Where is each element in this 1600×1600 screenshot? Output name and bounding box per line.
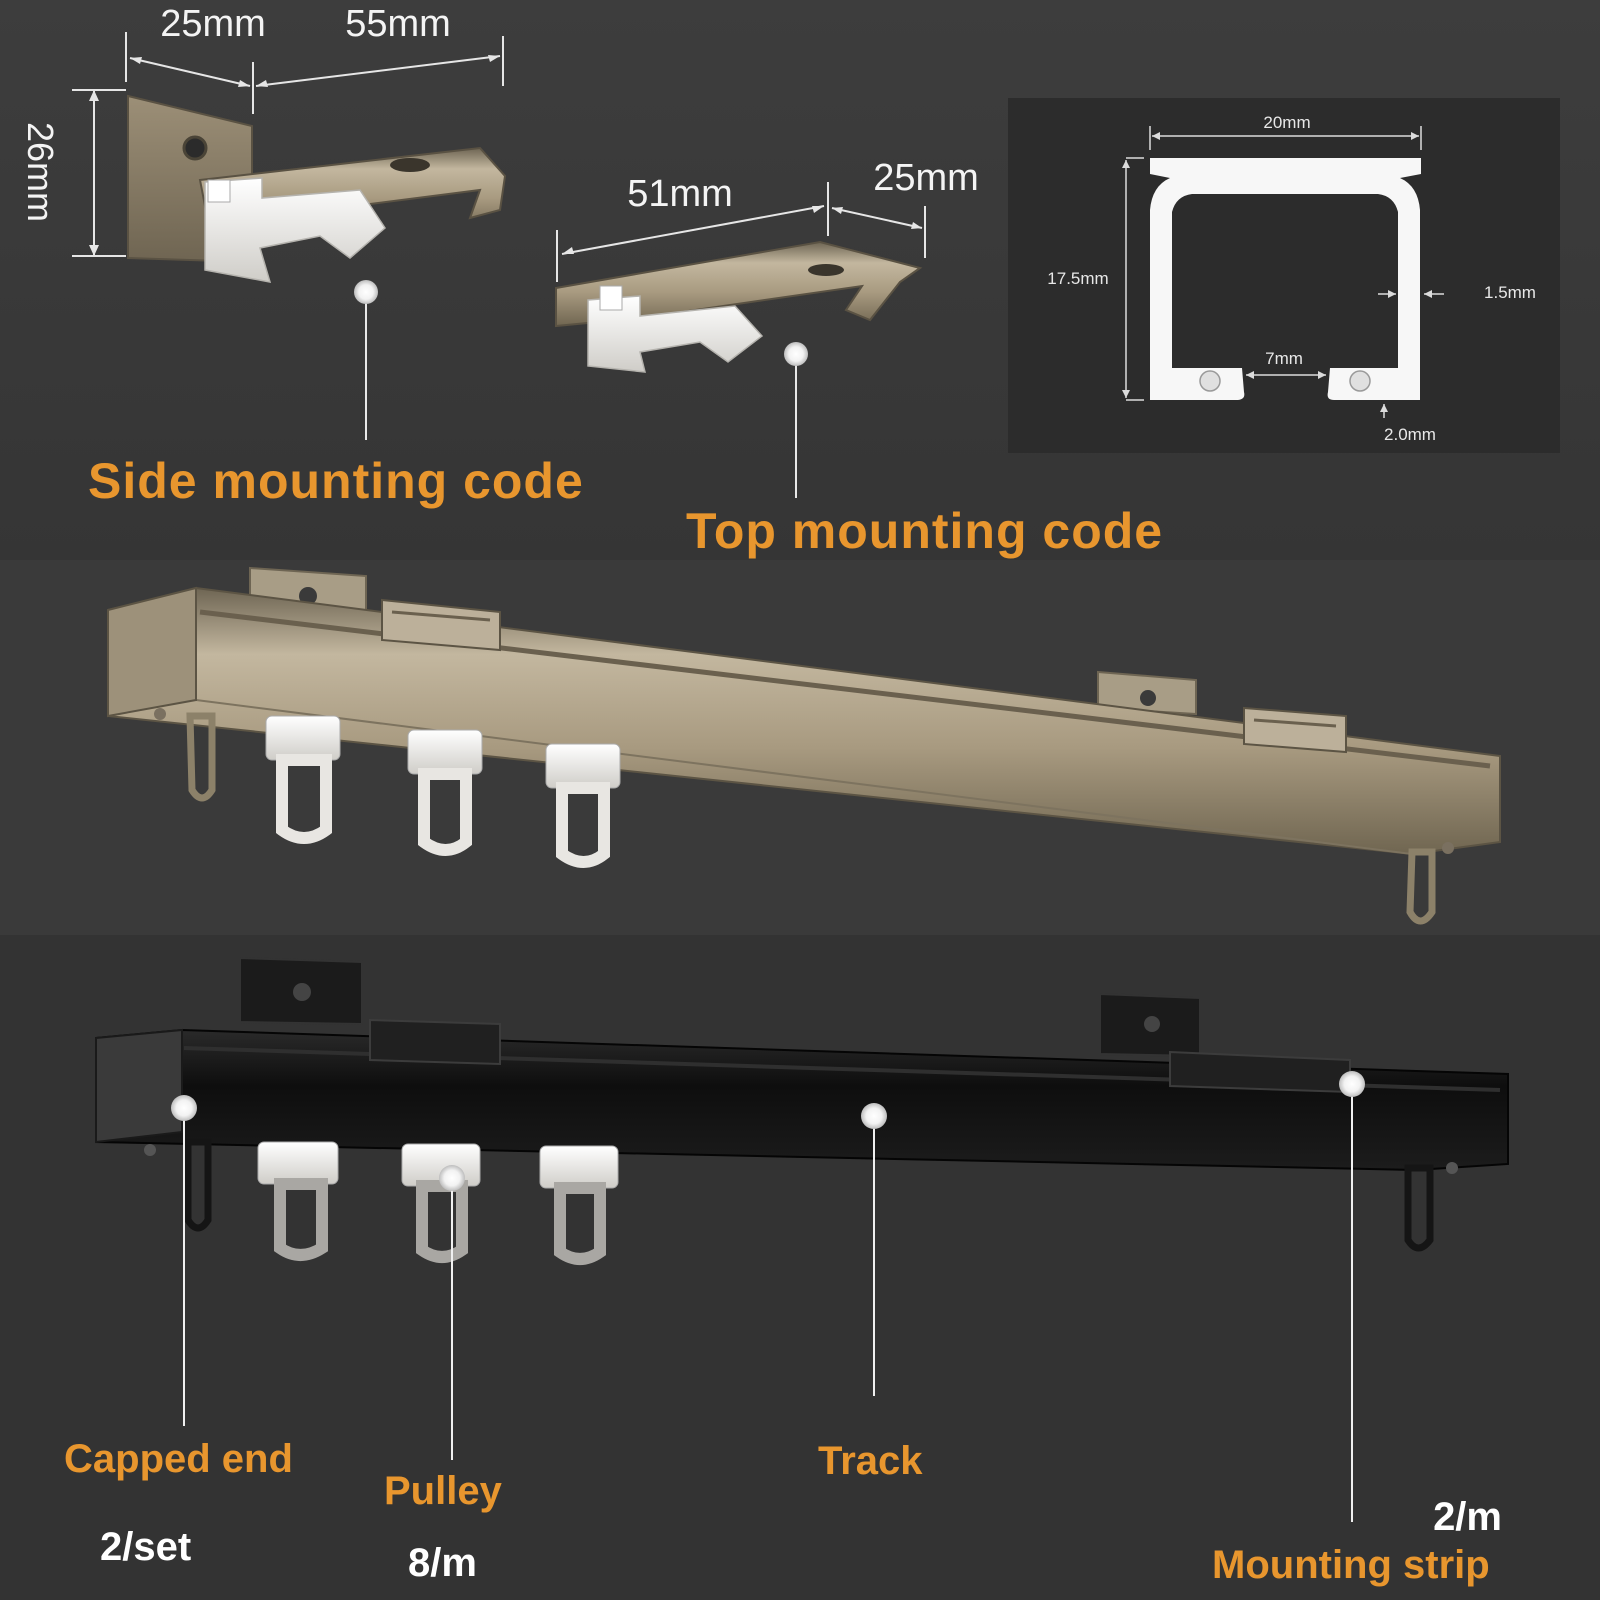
top-dim-length: 51mm (627, 173, 733, 215)
top-dim-width: 25mm (873, 157, 979, 199)
side-dim-height: 26mm (20, 122, 61, 222)
black-pulleys (257, 1141, 619, 1265)
profile-dim-lip: 2.0mm (1384, 425, 1436, 444)
top-mount-arrowheads (562, 206, 922, 254)
side-dim-width-b: 55mm (345, 3, 451, 45)
champagne-pulley-3 (545, 743, 621, 868)
side-dim-width-a: 25mm (160, 3, 266, 45)
side-mount-callout-dot (354, 280, 378, 304)
mounting-strip-label: Mounting strip (1212, 1543, 1490, 1587)
champagne-pulley-2 (407, 729, 483, 856)
black-pulley-3 (539, 1145, 619, 1265)
profile-dim-gap: 7mm (1265, 349, 1303, 368)
profile-dim-height: 17.5mm (1047, 269, 1108, 288)
top-mount-callout-dot (784, 342, 808, 366)
profile-panel: 20mm 17.5mm 1.5mm 7mm 2.0mm (1008, 98, 1560, 453)
pulley-qty: 8/m (408, 1541, 477, 1585)
champagne-track (107, 566, 1501, 925)
side-mount-label: Side mounting code (88, 453, 584, 509)
black-track (95, 956, 1509, 1252)
capped-end-callout-dot (171, 1095, 197, 1121)
top-mount-dimensions (556, 182, 926, 282)
capped-end-qty: 2/set (100, 1525, 191, 1569)
profile-dim-width: 20mm (1263, 113, 1310, 132)
champagne-pulleys (265, 715, 621, 868)
side-mount-arrowheads (89, 55, 500, 256)
callout-lines (183, 1086, 1353, 1522)
capped-end-label: Capped end (64, 1437, 293, 1481)
top-mount-label: Top mounting code (686, 503, 1163, 559)
track-label: Track (818, 1439, 923, 1483)
champagne-pulley-1 (265, 715, 341, 844)
side-mount-bracket (127, 94, 507, 283)
mounting-strip-callout-dot (1339, 1071, 1365, 1097)
track-callout-dot (861, 1103, 887, 1129)
side-mount-dimensions (72, 32, 504, 257)
profile-dim-wall: 1.5mm (1484, 283, 1536, 302)
black-pulley-1 (257, 1141, 339, 1261)
profile-shape (1150, 158, 1421, 400)
top-mount-bracket (555, 240, 923, 373)
mounting-strip-qty: 2/m (1433, 1495, 1502, 1539)
pulley-label: Pulley (384, 1469, 503, 1513)
pulley-callout-dot (439, 1165, 465, 1191)
